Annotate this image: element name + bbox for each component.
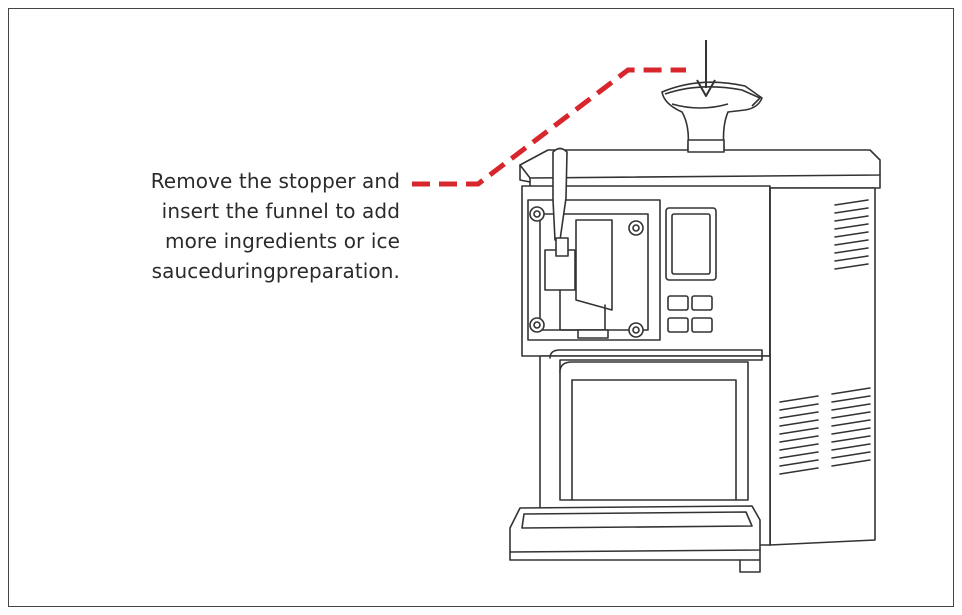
- instruction-line-1: Remove the stopper and: [150, 169, 400, 193]
- upper-vents: [834, 199, 869, 270]
- instruction-line-3: more ingredients or ice: [164, 229, 400, 253]
- instruction-text: Remove the stopper and insert the funnel…: [100, 166, 400, 286]
- leader-line: [412, 67, 686, 187]
- instruction-line-4: sauceduringpreparation.: [151, 259, 400, 283]
- funnel-icon: [661, 81, 763, 153]
- instruction-line-2: insert the funnel to add: [161, 199, 400, 223]
- machine-illustration: [509, 147, 881, 573]
- lower-vents: [779, 387, 871, 475]
- arrow-down-icon: [696, 40, 716, 97]
